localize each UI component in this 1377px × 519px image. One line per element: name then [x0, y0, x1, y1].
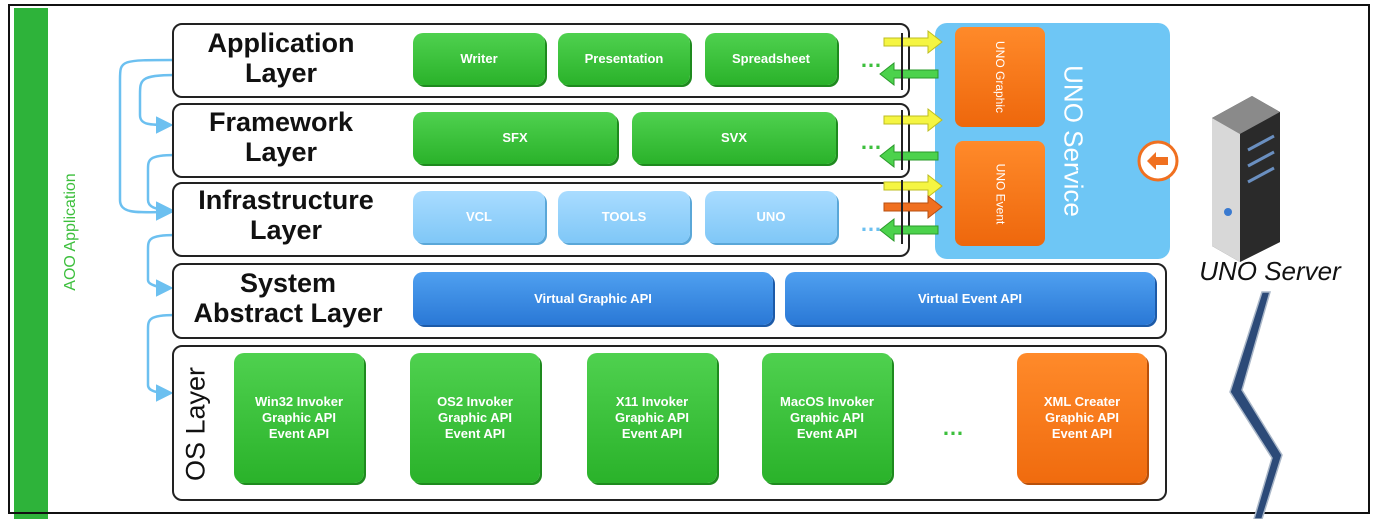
sfx-component: SFX: [413, 112, 617, 164]
virtual-graphic-api-component: Virtual Graphic API: [413, 272, 773, 325]
uno-server-label: UNO Server: [1199, 256, 1341, 286]
uno-to-infra-arrow: [879, 217, 939, 243]
infra-to-uno-arrow-yellow: [883, 173, 943, 199]
virtual-event-api-component: Virtual Event API: [785, 272, 1155, 325]
svx-component: SVX: [632, 112, 836, 164]
application-uno-arrows: [879, 29, 943, 90]
framework-uno-arrows: [879, 107, 943, 170]
server-to-uno-arrow-icon: [1137, 140, 1179, 182]
infra-to-uno-arrow-orange: [883, 194, 943, 220]
spreadsheet-component: Spreadsheet: [705, 33, 837, 85]
vcl-component: VCL: [413, 191, 545, 243]
framework-to-uno-arrow: [883, 107, 943, 133]
os-more-dots: …: [942, 415, 966, 440]
infrastructure-uno-arrows: [879, 173, 943, 244]
framework-more-dots: …: [860, 129, 884, 154]
connector-system-to-os: [146, 313, 176, 402]
connector-infra-to-system: [146, 233, 176, 297]
macos-invoker-component: MacOS Invoker Graphic API Event API: [762, 353, 892, 483]
uno-component: UNO: [705, 191, 837, 243]
presentation-component: Presentation: [558, 33, 690, 85]
server-icon: [1212, 96, 1280, 262]
application-more-dots: …: [860, 47, 884, 72]
xml-creater-component: XML Creater Graphic API Event API: [1017, 353, 1147, 483]
uno-to-app-arrow: [879, 61, 939, 87]
uno-event-box: UNO Event: [955, 141, 1045, 246]
win32-invoker-component: Win32 Invoker Graphic API Event API: [234, 353, 364, 483]
aoo-sidebar-bar: [14, 8, 48, 519]
infrastructure-more-dots: …: [860, 211, 884, 236]
connection-bolt-icon: [1229, 291, 1283, 519]
connector-app-to-framework: [138, 73, 176, 134]
tools-component: TOOLS: [558, 191, 690, 243]
diagram-frame: [8, 4, 1370, 514]
os2-invoker-component: OS2 Invoker Graphic API Event API: [410, 353, 540, 483]
x11-invoker-component: X11 Invoker Graphic API Event API: [587, 353, 717, 483]
uno-to-framework-arrow: [879, 143, 939, 169]
uno-graphic-box: UNO Graphic: [955, 27, 1045, 127]
writer-component: Writer: [413, 33, 545, 85]
connector-app-to-infra: [118, 58, 176, 221]
connector-framework-to-infra: [146, 153, 176, 219]
app-to-uno-arrow: [883, 29, 943, 55]
